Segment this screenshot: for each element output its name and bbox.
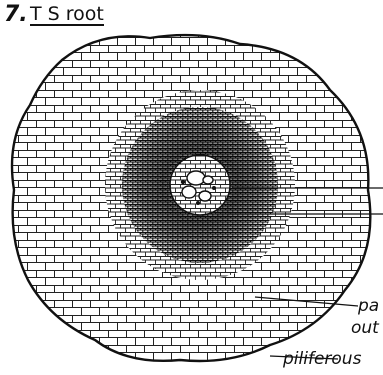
- label-partial-pa: pa: [358, 296, 379, 316]
- label-piliferous: piliferous: [283, 349, 361, 369]
- figure-number: 7.: [4, 2, 28, 27]
- label-partial-out: out: [351, 318, 379, 338]
- figure-title: T S root: [30, 4, 104, 26]
